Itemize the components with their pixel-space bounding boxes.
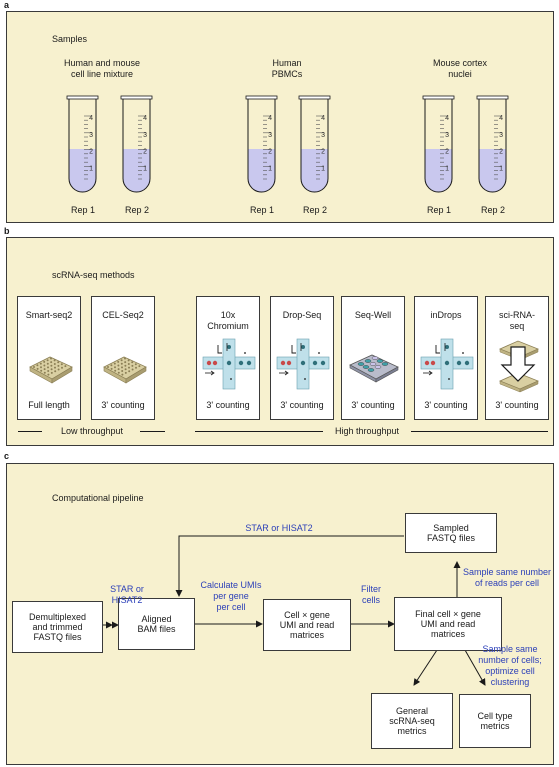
method-protocol: 3' counting bbox=[495, 400, 539, 410]
method-illustration bbox=[103, 356, 147, 384]
pipeline-title: Computational pipeline bbox=[52, 493, 144, 503]
tube-scale-number: 2 bbox=[445, 149, 449, 156]
method-name: Smart-seq2 bbox=[25, 310, 73, 320]
panel-c-letter: c bbox=[4, 451, 10, 461]
replicate-label: Rep 2 bbox=[302, 205, 328, 215]
arrow-final-to-celltype bbox=[464, 649, 486, 686]
edge-label-align: STAR or HISAT2 bbox=[110, 584, 144, 605]
panel-a-letter: a bbox=[4, 0, 10, 10]
tube-scale-number: 2 bbox=[321, 149, 325, 156]
edge-label-filter: Filter cells bbox=[361, 584, 381, 605]
method-protocol: 3' counting bbox=[351, 400, 395, 410]
method-name: sci-RNA- seq bbox=[499, 310, 535, 331]
node-sampled: Sampled FASTQ files bbox=[405, 513, 497, 553]
high-throughput-line-right bbox=[411, 431, 548, 432]
edge-label-realign: STAR or HISAT2 bbox=[245, 523, 313, 533]
tube-scale-number: 2 bbox=[268, 149, 272, 156]
tube-scale-number: 3 bbox=[143, 132, 147, 139]
tube-scale-number: 4 bbox=[321, 115, 325, 122]
node-fastq: Demultiplexed and trimmed FASTQ files bbox=[12, 601, 103, 653]
low-throughput-line-right bbox=[140, 431, 165, 432]
panel-pipeline: Computational pipeline Demultiplexed and… bbox=[6, 463, 554, 765]
edge-label-sample-cells: Sample same number of cells; optimize ce… bbox=[478, 644, 542, 687]
tube-scale-number: 2 bbox=[143, 149, 147, 156]
method-illustration bbox=[29, 356, 73, 384]
node-bam: Aligned BAM files bbox=[118, 598, 195, 650]
test-tube-3: 4 3 2 1 bbox=[245, 95, 278, 193]
tube-scale-number: 4 bbox=[445, 115, 449, 122]
method-illustration bbox=[202, 338, 256, 390]
replicate-label: Rep 2 bbox=[480, 205, 506, 215]
arrow-final-to-general bbox=[413, 649, 438, 686]
node-final: Final cell × gene UMI and read matrices bbox=[394, 597, 502, 651]
tube-scale-number: 4 bbox=[499, 115, 503, 122]
replicate-label: Rep 1 bbox=[426, 205, 452, 215]
arrow-sampled-to-bam bbox=[175, 535, 404, 597]
method-protocol: Full length bbox=[28, 400, 70, 410]
tube-scale-number: 3 bbox=[321, 132, 325, 139]
tube-scale-number: 3 bbox=[499, 132, 503, 139]
group-label-cell-lines: Human and mouse cell line mixture bbox=[63, 58, 141, 79]
tube-scale-number: 1 bbox=[321, 165, 325, 172]
node-general-metrics: General scRNA-seq metrics bbox=[371, 693, 453, 749]
tube-scale-number: 1 bbox=[445, 165, 449, 172]
edge-label-umi: Calculate UMIs per gene per cell bbox=[200, 580, 262, 612]
method-name: CEL-Seq2 bbox=[102, 310, 144, 320]
method-illustration bbox=[498, 340, 540, 393]
tube-scale-number: 4 bbox=[268, 115, 272, 122]
tube-scale-number: 1 bbox=[89, 165, 93, 172]
high-throughput-line-left bbox=[195, 431, 323, 432]
method-name: Drop-Seq bbox=[282, 310, 322, 320]
test-tube-1: 4 3 2 1 bbox=[66, 95, 99, 193]
method-protocol: 3' counting bbox=[424, 400, 468, 410]
low-throughput-line-left bbox=[18, 431, 42, 432]
group-label-pbmcs: Human PBMCs bbox=[271, 58, 303, 79]
tube-scale-number: 4 bbox=[143, 115, 147, 122]
method-card-sci-rna-seq: sci-RNA- seq 3' counting bbox=[485, 296, 549, 420]
method-name: Seq-Well bbox=[354, 310, 392, 320]
method-illustration bbox=[276, 338, 330, 390]
replicate-label: Rep 2 bbox=[124, 205, 150, 215]
node-matrix: Cell × gene UMI and read matrices bbox=[263, 599, 351, 651]
method-name: inDrops bbox=[430, 310, 462, 320]
method-protocol: 3' counting bbox=[101, 400, 145, 410]
group-label-cortex-nuclei: Mouse cortex nuclei bbox=[432, 58, 488, 79]
edge-label-sample-reads: Sample same number of reads per cell bbox=[462, 567, 552, 588]
panel-b-letter: b bbox=[4, 226, 10, 236]
replicate-label: Rep 1 bbox=[249, 205, 275, 215]
low-throughput-label: Low throughput bbox=[60, 426, 124, 436]
test-tube-2: 4 3 2 1 bbox=[120, 95, 153, 193]
method-illustration bbox=[349, 354, 399, 383]
tube-scale-number: 4 bbox=[89, 115, 93, 122]
test-tube-4: 4 3 2 1 bbox=[298, 95, 331, 193]
tube-scale-number: 1 bbox=[268, 165, 272, 172]
tube-scale-number: 2 bbox=[89, 149, 93, 156]
node-celltype-metrics: Cell type metrics bbox=[459, 694, 531, 748]
high-throughput-label: High throughput bbox=[334, 426, 400, 436]
methods-title: scRNA-seq methods bbox=[52, 270, 135, 280]
tube-scale-number: 2 bbox=[499, 149, 503, 156]
method-card-cel-seq2: CEL-Seq2 3' counting bbox=[91, 296, 155, 420]
tube-scale-number: 3 bbox=[445, 132, 449, 139]
method-name: 10x Chromium bbox=[207, 310, 249, 331]
test-tube-6: 4 3 2 1 bbox=[476, 95, 509, 193]
tube-scale-number: 1 bbox=[143, 165, 147, 172]
tube-scale-number: 3 bbox=[268, 132, 272, 139]
test-tube-5: 4 3 2 1 bbox=[422, 95, 455, 193]
method-card-indrops: inDrops 3' counting bbox=[414, 296, 478, 420]
method-card-drop-seq: Drop-Seq 3' counting bbox=[270, 296, 334, 420]
method-protocol: 3' counting bbox=[280, 400, 324, 410]
pipeline-arrows bbox=[103, 535, 486, 686]
panel-samples: Samples Human and mouse cell line mixtur… bbox=[6, 11, 554, 223]
tube-scale-number: 1 bbox=[499, 165, 503, 172]
method-protocol: 3' counting bbox=[206, 400, 250, 410]
method-illustration bbox=[420, 338, 474, 390]
tube-scale-number: 3 bbox=[89, 132, 93, 139]
replicate-label: Rep 1 bbox=[70, 205, 96, 215]
method-card-10x-chromium: 10x Chromium 3' counting bbox=[196, 296, 260, 420]
method-card-seq-well: Seq-Well 3' counting bbox=[341, 296, 405, 420]
samples-title: Samples bbox=[52, 34, 88, 44]
